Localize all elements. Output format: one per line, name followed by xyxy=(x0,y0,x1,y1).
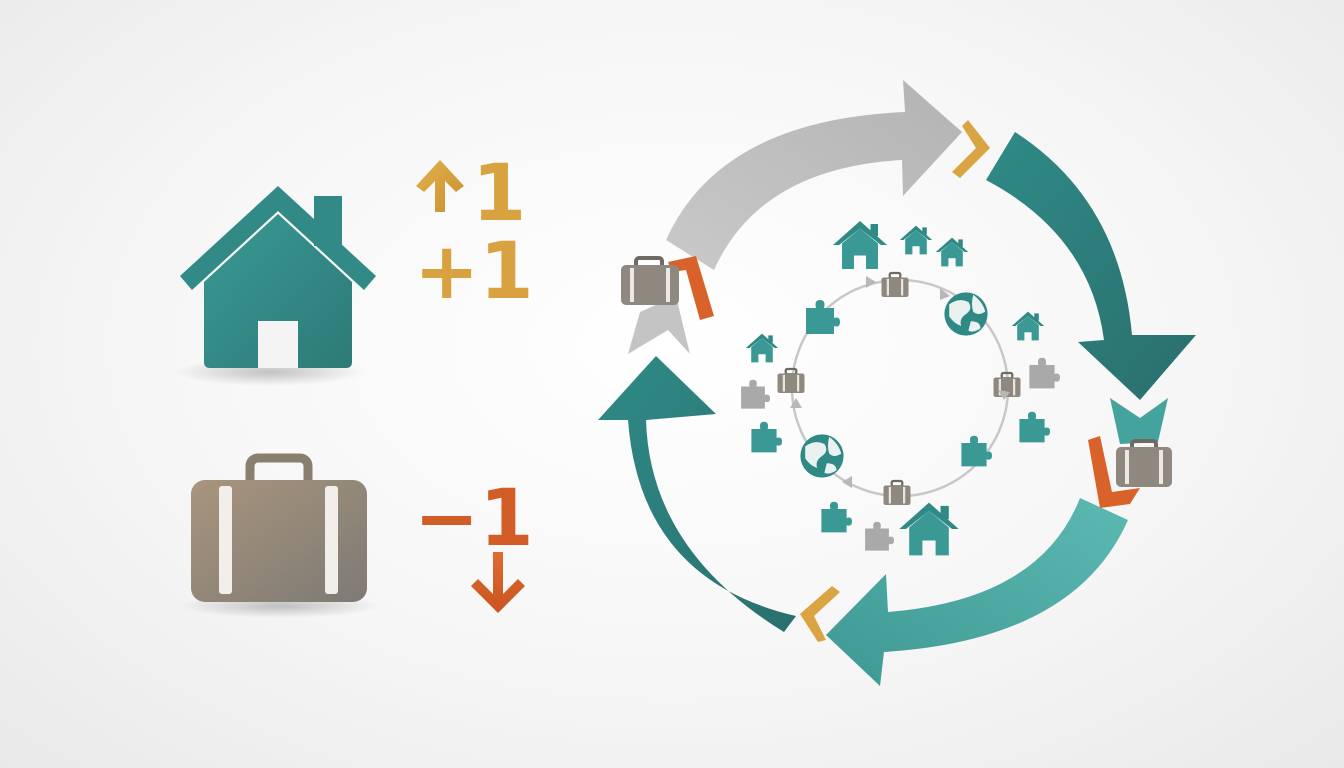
house-icon xyxy=(935,237,969,267)
puzzle-piece-icon xyxy=(741,379,770,409)
suitcase-icon xyxy=(621,256,679,305)
orange-chevron-right xyxy=(1088,436,1140,508)
minus-one-label: −1 xyxy=(414,474,534,564)
globe-icon xyxy=(944,292,988,336)
down-arrow-icon xyxy=(471,552,525,613)
gold-chevron-bottom xyxy=(800,586,840,642)
up-arrow-icon xyxy=(416,160,464,212)
puzzle-piece-icon xyxy=(1029,357,1060,389)
puzzle-piece-icon xyxy=(806,300,840,334)
puzzle-piece-icon xyxy=(821,501,852,533)
plus-one-top-label: 1 xyxy=(472,149,526,239)
house-icon xyxy=(1011,311,1045,341)
teal-chevron-right xyxy=(1110,398,1168,444)
teal-cycle-arrow-left xyxy=(598,356,796,632)
plus-one-bottom-label: +1 xyxy=(414,227,534,317)
house-icon xyxy=(745,333,779,363)
gray-cycle-arrow xyxy=(666,80,962,270)
house-icon xyxy=(899,225,933,255)
house-icon xyxy=(833,221,887,269)
suitcase-icon xyxy=(882,479,912,507)
teal-cycle-arrow-bottom xyxy=(826,498,1128,686)
house-icon xyxy=(899,502,959,556)
house-icon xyxy=(175,186,376,386)
cycle-arrows xyxy=(598,80,1196,686)
gray-chevron-left xyxy=(628,296,690,354)
globe-icon xyxy=(800,434,844,478)
teal-cycle-arrow-right xyxy=(986,132,1196,400)
inner-ring-arrowheads xyxy=(790,276,1010,488)
puzzle-piece-icon xyxy=(1019,411,1050,443)
puzzle-piece-icon xyxy=(751,421,782,453)
suitcase-icon xyxy=(1116,439,1172,487)
suitcase-icon xyxy=(776,367,806,395)
gold-chevron-top xyxy=(952,120,990,178)
orange-chevron-left xyxy=(668,256,714,320)
suitcase-icon xyxy=(180,453,380,618)
puzzle-piece-icon xyxy=(865,521,894,551)
suitcase-icon xyxy=(880,271,910,299)
